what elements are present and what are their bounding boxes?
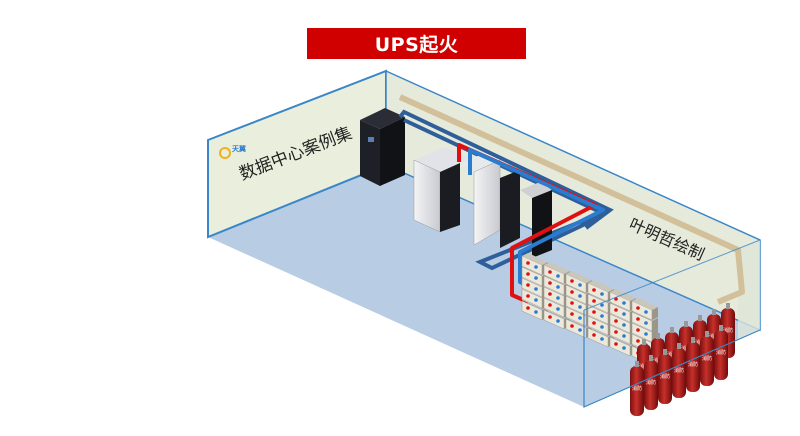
battery-bank bbox=[521, 253, 658, 366]
cylinder-label: 消防 bbox=[716, 349, 726, 356]
logo-icon bbox=[219, 147, 231, 159]
fire-cylinder: 消防 bbox=[714, 325, 728, 380]
hot-cable bbox=[457, 143, 597, 304]
fire-pipe bbox=[398, 94, 745, 305]
front-frame-top bbox=[583, 239, 761, 311]
fire-cylinder: 消防 bbox=[672, 343, 686, 398]
battery-block bbox=[587, 280, 614, 303]
cylinder-label: 消防 bbox=[674, 367, 684, 374]
end-wall bbox=[738, 240, 760, 340]
cylinder-label: 消防 bbox=[688, 361, 698, 368]
cylinder-label: 消防 bbox=[660, 373, 670, 380]
fire-cylinder: 消防 bbox=[686, 337, 700, 392]
logo-text: 天翼 bbox=[232, 144, 246, 153]
fire-cylinder: 消防 bbox=[630, 361, 644, 416]
cylinder-label: 消防 bbox=[646, 379, 656, 386]
title-banner: UPS起火 bbox=[307, 28, 526, 59]
fire-cylinder: 消防 bbox=[658, 349, 672, 404]
title-text: UPS起火 bbox=[374, 34, 459, 56]
battery-block bbox=[631, 311, 658, 332]
ac-cabinet bbox=[360, 108, 405, 186]
cold-cable bbox=[468, 148, 605, 289]
cylinder-label: 消防 bbox=[702, 355, 712, 362]
battery-block bbox=[631, 298, 658, 321]
fire-cylinder-group: 消防消防消防消防消防消防消防消防消防消防消防消防消防消防 bbox=[630, 303, 735, 416]
cylinder-label: 消防 bbox=[723, 327, 733, 334]
fire-cylinder: 消防 bbox=[644, 355, 658, 410]
fire-cylinder: 消防 bbox=[700, 331, 714, 386]
cylinder-label: 消防 bbox=[632, 385, 642, 392]
logo: 天翼 bbox=[219, 144, 246, 159]
front-frame bbox=[583, 310, 761, 408]
